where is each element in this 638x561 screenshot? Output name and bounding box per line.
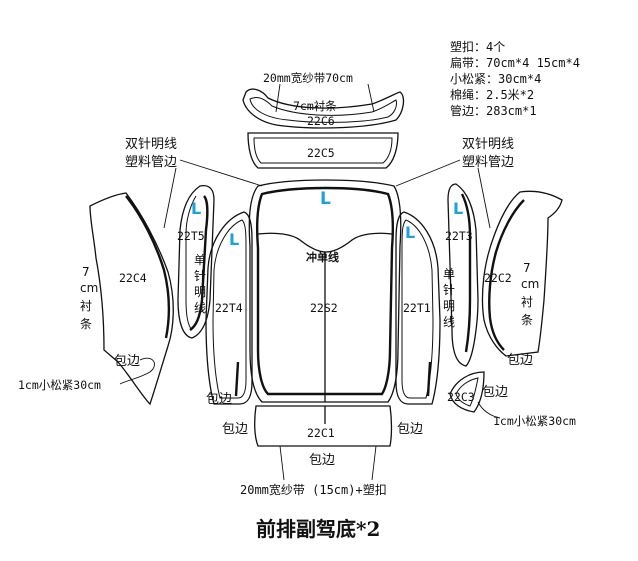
label-double-left-2: 塑料管边 [125,155,177,170]
label-lining-left-1: 7 [82,265,90,279]
label-binding-c1-left: 包边 [222,422,248,437]
label-elastic-right: 1cm小松紧30cm [493,414,576,428]
label-lining-top: 7cm衬条 [293,99,337,113]
label-lining-left-2: cm [80,281,98,295]
label-lining-right-4: 条 [521,313,533,327]
label-lining-left-3: 衬 [80,299,92,313]
marker-22t1: L [405,223,415,242]
label-double-right-1: 双针明线 [462,137,514,152]
piece-22c5: 22C5 [247,132,399,169]
label-double-right-2: 塑料管边 [462,155,514,170]
piece-22c6: 20mm宽纱带70cm 7cm衬条 22C6 [242,71,405,129]
spec-line-2: 小松紧：30cm*4 [450,72,541,86]
label-22c2: 22C2 [484,271,512,285]
label-single-right-2: 针 [443,282,455,297]
label-lining-right-2: cm [521,277,539,291]
label-binding-c3: 包边 [482,385,508,400]
label-double-left-1: 双针明线 [125,137,177,152]
label-single-right-3: 明 [443,299,455,313]
marker-22t5: L [191,199,201,218]
diagram-caption: 前排副驾底*2 [256,517,380,541]
spec-line-4: 管边：283cm*1 [450,103,537,118]
piece-22t4: L 单 针 明 线 22T4 包边 [194,211,253,407]
label-binding-c2: 包边 [507,353,533,368]
spec-title: 塑扣：4个 [450,39,505,54]
label-22c1: 22C1 [307,426,335,440]
label-single-right-1: 单 [443,267,455,281]
piece-22t1: L 22T1 [395,211,441,405]
piece-22c1: 22C1 包边 包边 包边 20mm宽纱带 (15cm)+塑扣 [222,405,423,497]
label-binding-c4: 包边 [114,354,140,369]
label-lining-right-1: 7 [523,261,531,275]
label-center-stitch: 冲单线 [306,250,339,264]
marker-22t3: L [453,199,463,218]
label-single-left-2: 针 [194,268,206,283]
piece-22c2: 22C2 7 cm 衬 条 包边 [481,190,563,368]
piece-22s2: L 冲单线 22S2 [248,179,402,403]
label-elastic-left: 1cm小松紧30cm [18,378,101,392]
piece-22t5: L 22T5 [177,184,215,339]
label-22t5: 22T5 [177,229,205,243]
label-22c3: 22C3 [447,390,475,404]
piece-22c3: 22C3 包边 1cm小松紧30cm [447,371,576,428]
spec-line-1: 扁带：70cm*4 15cm*4 [450,56,580,70]
marker-22t4: L [229,230,239,249]
label-22c5: 22C5 [307,146,335,160]
label-single-right-4: 线 [443,315,455,329]
spec-block: 塑扣：4个 扁带：70cm*4 15cm*4 小松紧：30cm*4 棉绳：2.5… [450,39,580,118]
label-binding-t4: 包边 [206,392,232,407]
label-22t4: 22T4 [215,301,243,315]
label-22t3: 22T3 [445,229,473,243]
piece-22t3: L 22T3 单 针 明 线 [443,183,479,367]
label-22s2: 22S2 [310,301,338,315]
label-lining-left-4: 条 [80,317,92,331]
label-ribbon-top: 20mm宽纱带70cm [263,71,353,85]
label-binding-c1-right: 包边 [397,422,423,437]
callout-double-left: 双针明线 塑料管边 [125,137,263,229]
label-single-left-4: 线 [194,301,206,315]
label-ribbon-bottom: 20mm宽纱带 (15cm)+塑扣 [240,482,387,497]
piece-22c4: 22C4 7 cm 衬 条 包边 1cm小松紧30cm [18,192,174,406]
label-lining-right-3: 衬 [521,295,533,309]
label-22c4: 22C4 [119,271,147,285]
callout-double-right: 双针明线 塑料管边 [395,137,514,229]
spec-line-3: 棉绳：2.5米*2 [450,88,534,102]
label-22t1: 22T1 [403,301,431,315]
label-binding-c1-bottom: 包边 [309,453,335,468]
label-22c6: 22C6 [307,114,335,128]
label-single-left-1: 单 [194,253,206,267]
marker-center: L [320,189,331,209]
label-single-left-3: 明 [194,285,206,299]
